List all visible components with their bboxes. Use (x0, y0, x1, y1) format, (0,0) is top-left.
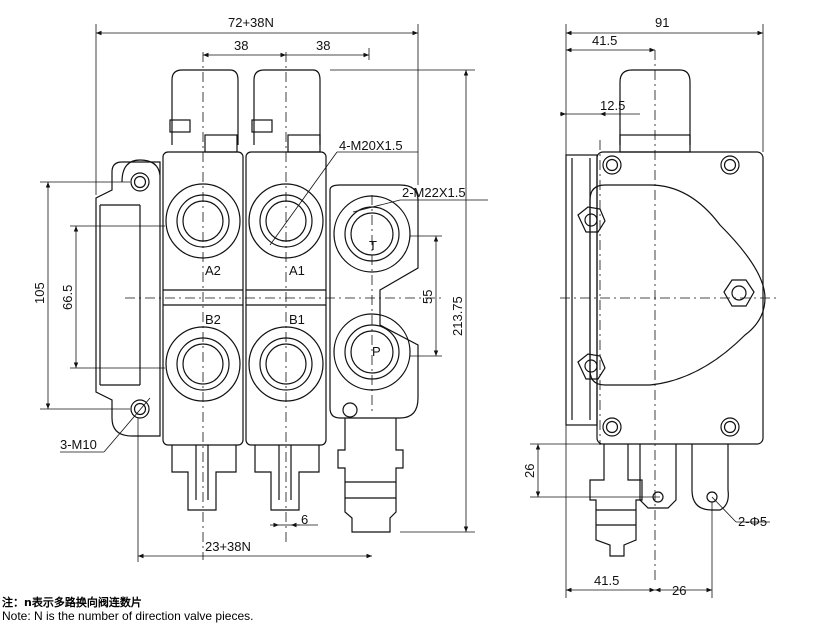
side-view (565, 69, 766, 557)
cover-bolt-top (577, 206, 606, 233)
dim-height-55: 55 (420, 290, 435, 304)
cover-bolt-right (723, 279, 755, 307)
port-label-a2: A2 (205, 263, 221, 278)
note-english: Note: N is the number of direction valve… (2, 609, 254, 623)
side-spool-cap (619, 69, 691, 145)
top-mount-hole (130, 172, 150, 192)
dim-ports-inlet: 2-M22X1.5 (402, 185, 466, 200)
spool-cap-left (171, 69, 239, 145)
dim-side-41-5-top: 41.5 (592, 33, 617, 48)
front-dimensions (40, 24, 488, 562)
spool-cap-right (253, 69, 321, 145)
port-label-b2: B2 (205, 312, 221, 327)
dim-side-26-bottom: 26 (672, 583, 686, 598)
side-spool-end (639, 444, 677, 509)
dim-spool-pitch-a: 38 (234, 38, 248, 53)
spool-end-left (171, 445, 237, 511)
side-hole-tl (602, 155, 622, 175)
front-centerlines (125, 52, 445, 560)
port-label-t: T (369, 238, 377, 253)
top-mount-ear (121, 159, 161, 183)
dim-spool-6: 6 (301, 512, 308, 527)
dim-spool-pitch-b: 38 (316, 38, 330, 53)
dim-height-105: 105 (32, 282, 47, 304)
inlet-section (329, 184, 419, 419)
spool-end-right (254, 445, 320, 511)
inlet-bolt-hole (342, 402, 358, 418)
dim-side-holes: 2-Φ5 (738, 514, 767, 529)
side-bracket (691, 444, 729, 511)
side-dimensions (530, 24, 770, 598)
dim-side-41-5-bottom: 41.5 (594, 573, 619, 588)
left-mount-plate (95, 161, 161, 437)
cover-bolt-bottom (577, 353, 606, 380)
cover-plate (589, 184, 766, 386)
relief-valve (337, 418, 404, 533)
port-label-b1: B1 (289, 312, 305, 327)
note-chinese: 注：n表示多路换向阀连数片 (2, 596, 142, 609)
side-hole-tr (720, 155, 740, 175)
dim-base-width: 23+38N (205, 539, 251, 554)
side-lower-valve (589, 444, 643, 557)
dim-mount-holes: 3-M10 (60, 437, 97, 452)
side-hole-bl (602, 417, 622, 437)
bottom-mount-hole (130, 399, 150, 419)
side-centerlines (560, 50, 780, 580)
dim-side-12-5: 12.5 (600, 98, 625, 113)
side-hole-br (720, 417, 740, 437)
dim-height-213-75: 213.75 (450, 296, 465, 336)
dim-ports-work: 4-M20X1.5 (339, 138, 403, 153)
dim-side-26-vertical: 26 (522, 464, 537, 478)
dim-height-66-5: 66.5 (60, 285, 75, 310)
port-label-a1: A1 (289, 263, 305, 278)
dim-overall-width: 72+38N (228, 15, 274, 30)
port-label-p: P (372, 344, 381, 359)
left-plate-inner (99, 204, 141, 386)
dim-side-width-91: 91 (655, 15, 669, 30)
